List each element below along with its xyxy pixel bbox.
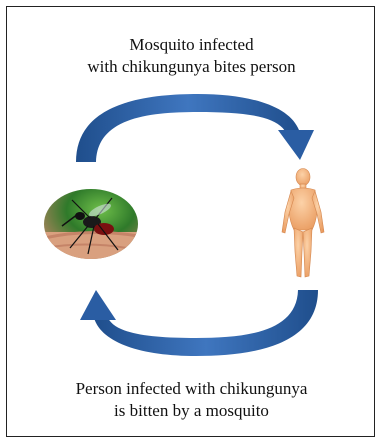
- human-body-figure: [282, 169, 324, 278]
- bottom-caption: Person infected with chikungunya is bitt…: [0, 378, 383, 422]
- curved-arrow-bottom: [80, 290, 318, 356]
- bottom-caption-line-1: Person infected with chikungunya: [0, 378, 383, 400]
- bottom-caption-line-2: is bitten by a mosquito: [0, 400, 383, 422]
- curved-arrow-top: [76, 94, 314, 162]
- mosquito-photo: [44, 189, 138, 262]
